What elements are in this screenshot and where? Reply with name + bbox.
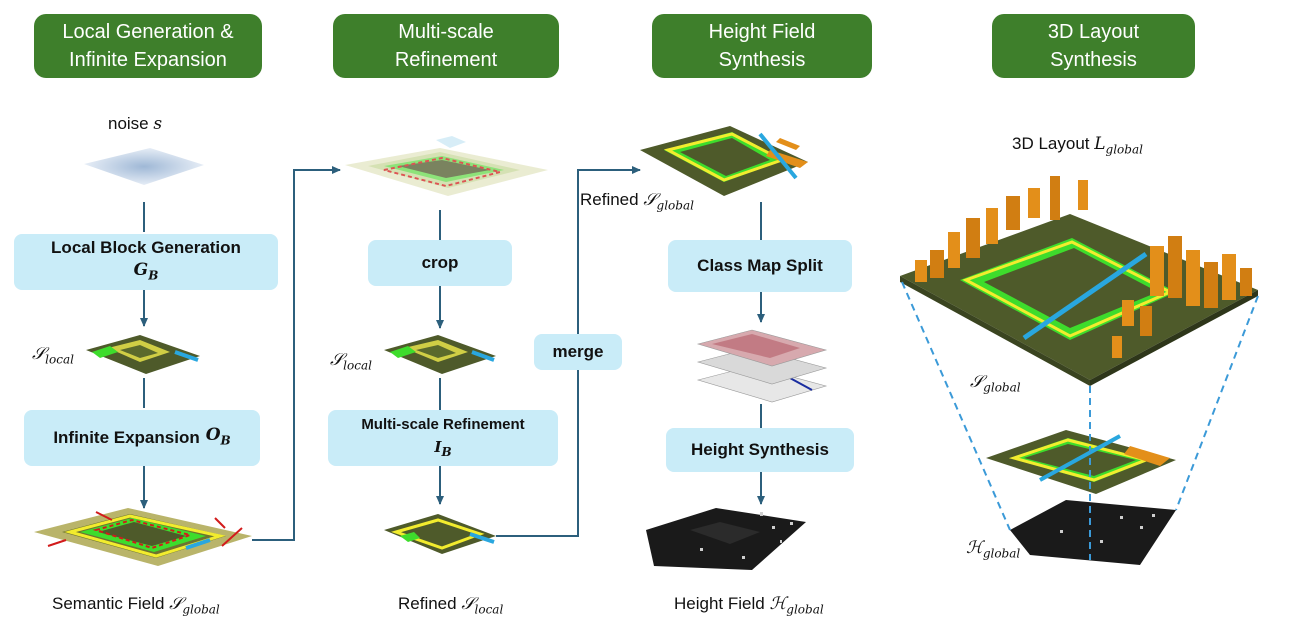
- label-text: Refined: [580, 190, 639, 209]
- refined-s-global-label: Refined 𝒮global: [580, 190, 694, 212]
- symbol-sub: global: [983, 380, 1021, 395]
- symbol-sub: global: [982, 546, 1021, 561]
- connector-to-refinement: [252, 166, 341, 541]
- process-label: Class Map Split: [697, 256, 823, 275]
- symbol: G: [133, 260, 149, 281]
- symbol-sub: global: [182, 602, 220, 617]
- symbol-sub: global: [1105, 142, 1143, 157]
- refined-s-local-map: [384, 514, 496, 554]
- symbol-sub: local: [474, 602, 504, 617]
- 3d-layout-label: 3D Layout Lglobal: [1012, 134, 1143, 156]
- noise-text: noise: [108, 114, 149, 133]
- class-map-split-box: Class Map Split: [668, 240, 852, 292]
- process-label: crop: [421, 253, 459, 272]
- multiscale-refinement-box: Multi-scale Refinement IB: [328, 410, 558, 466]
- symbol: ℋ: [769, 594, 787, 614]
- symbol-sub: global: [656, 198, 694, 213]
- s-local-map-tile-2: [384, 335, 496, 374]
- infinite-expansion-box: Infinite Expansion OB: [24, 410, 260, 466]
- s-local-map-tile: [86, 335, 200, 374]
- stage-header-local-generation: Local Generation & Infinite Expansion: [34, 14, 262, 78]
- process-label: Height Synthesis: [691, 440, 829, 459]
- symbol: I: [434, 437, 442, 456]
- process-label: Multi-scale Refinement: [361, 415, 525, 433]
- noise-label: noise s: [108, 114, 162, 134]
- h-global-label: ℋglobal: [966, 538, 1020, 560]
- symbol: L: [1094, 134, 1106, 154]
- symbol-sub: B: [220, 433, 231, 448]
- height-field-map: [646, 508, 806, 570]
- s-global-map: [986, 430, 1176, 494]
- symbol: ℋ: [966, 538, 983, 558]
- height-field-label: Height Field ℋglobal: [674, 594, 824, 616]
- process-symbol: OB: [206, 424, 231, 451]
- symbol: 𝒮: [970, 372, 984, 392]
- symbol: 𝒮: [461, 594, 475, 614]
- header-line: Refinement: [394, 49, 498, 71]
- header-line: Infinite Expansion: [69, 49, 227, 71]
- 3d-layout-map: [900, 176, 1258, 386]
- process-symbol: IB: [434, 436, 451, 463]
- process-label: Infinite Expansion: [53, 428, 200, 447]
- s-global-label: 𝒮global: [970, 372, 1021, 394]
- symbol-sub: local: [343, 358, 372, 373]
- refinement-input-map: [345, 136, 548, 196]
- header-line: Synthesis: [1050, 49, 1137, 71]
- s-local-label: 𝒮local: [32, 344, 74, 366]
- refined-s-local-label: Refined 𝒮local: [398, 594, 503, 616]
- header-line: Synthesis: [718, 49, 806, 71]
- local-block-generation-box: Local Block Generation GB: [14, 234, 278, 290]
- symbol: 𝒮: [643, 190, 657, 210]
- h-global-map: [1010, 500, 1176, 565]
- symbol: 𝒮: [32, 344, 46, 364]
- merge-box: merge: [534, 334, 622, 370]
- label-text: Height Field: [674, 594, 765, 613]
- symbol: 𝒮: [169, 594, 183, 614]
- process-label: Local Block Generation: [51, 238, 241, 258]
- noise-plane: [84, 148, 204, 185]
- header-line: 3D Layout: [1047, 21, 1140, 43]
- projection-lines: [901, 281, 1259, 560]
- height-synthesis-box: Height Synthesis: [666, 428, 854, 472]
- refined-s-global-map: [640, 126, 808, 196]
- symbol: O: [205, 425, 221, 446]
- symbol: 𝒮: [330, 350, 344, 370]
- header-line: Local Generation &: [62, 21, 234, 43]
- s-local-label-2: 𝒮local: [330, 350, 372, 372]
- header-line: Multi-scale: [398, 21, 494, 43]
- semantic-field-label: Semantic Field 𝒮global: [52, 594, 220, 616]
- label-text: 3D Layout: [1012, 134, 1090, 153]
- semantic-field-map: [34, 508, 252, 566]
- label-text: Semantic Field: [52, 594, 165, 613]
- symbol-sub: B: [148, 268, 159, 283]
- process-label: merge: [552, 342, 604, 361]
- symbol-sub: local: [45, 352, 74, 367]
- label-text: Refined: [398, 594, 457, 613]
- class-map-stack: [696, 329, 828, 403]
- process-symbol: GB: [134, 259, 159, 286]
- crop-box: crop: [368, 240, 512, 286]
- noise-symbol: s: [153, 114, 163, 134]
- symbol-sub: B: [441, 444, 452, 459]
- symbol-sub: global: [786, 602, 824, 617]
- header-line: Height Field: [708, 21, 816, 43]
